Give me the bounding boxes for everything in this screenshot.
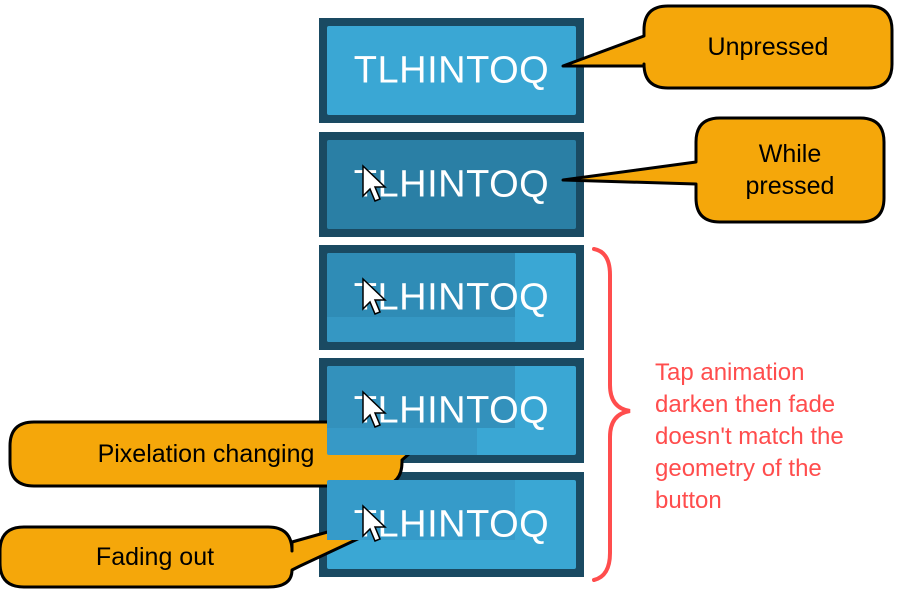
button-face: TLHINTOQ [327, 366, 576, 455]
brace-shape [592, 247, 631, 582]
callout-fading-shape [0, 498, 443, 589]
fade-overlay [327, 480, 515, 540]
darken-overlay-edge [327, 317, 515, 342]
callout-while-pressed-line1: While [758, 140, 822, 168]
mouse-cursor-icon [362, 390, 387, 428]
button-face: TLHINTOQ [327, 253, 576, 342]
mouse-cursor-icon [362, 164, 387, 202]
darken-overlay-edge [327, 428, 477, 455]
button-face: TLHINTOQ [327, 140, 576, 229]
button-pressed[interactable]: TLHINTOQ [319, 132, 584, 237]
callout-fading: Fading out [95, 543, 215, 571]
button-fading[interactable]: TLHINTOQ [319, 472, 584, 577]
tap-animation-note: Tap animation darken then fade doesn't m… [655, 359, 844, 514]
button-animating[interactable]: TLHINTOQ [319, 245, 584, 350]
callout-pixelation: Pixelation changing [97, 440, 315, 468]
button-label: TLHINTOQ [353, 503, 550, 545]
callout-pressed-shape [561, 116, 886, 224]
mouse-cursor-icon [362, 277, 387, 315]
darken-overlay [327, 253, 515, 317]
darken-overlay [327, 366, 515, 428]
button-unpressed[interactable]: TLHINTOQ [319, 18, 584, 123]
button-label: TLHINTOQ [353, 276, 550, 318]
button-label: TLHINTOQ [353, 49, 550, 91]
button-label: TLHINTOQ [353, 163, 550, 205]
button-pixelation[interactable]: TLHINTOQ [319, 358, 584, 463]
callout-unpressed-shape [561, 4, 894, 90]
button-face: TLHINTOQ [327, 480, 576, 569]
callout-unpressed: Unpressed [707, 33, 829, 61]
button-face: TLHINTOQ [327, 26, 576, 115]
callout-while-pressed-line2: pressed [745, 172, 835, 200]
button-label: TLHINTOQ [353, 389, 550, 431]
mouse-cursor-icon [362, 504, 387, 542]
